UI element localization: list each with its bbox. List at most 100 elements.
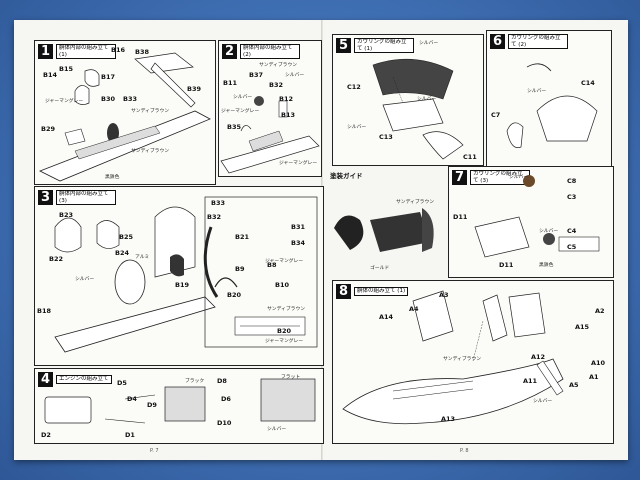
paint-note: サンディブラウン — [131, 109, 170, 114]
part-label: B38 — [135, 48, 149, 56]
step-number: 3 — [38, 190, 54, 205]
part-label: B25 — [119, 233, 133, 241]
step-4-diagram — [44, 378, 316, 424]
step-1-diagram — [39, 52, 211, 182]
part-label: C7 — [491, 111, 501, 119]
page-footer-right: P. 8 — [460, 448, 469, 454]
part-label: B20 — [227, 291, 241, 299]
part-label: B31 — [291, 223, 305, 231]
paint-note: サンディブラウン — [396, 200, 435, 205]
part-label: B30 — [101, 95, 115, 103]
step-title: 胴体の組み立て (1) — [354, 287, 409, 296]
step-title: 胴体内部の組み立て (2) — [240, 44, 301, 59]
part-label: B32 — [207, 213, 221, 221]
part-label: C8 — [567, 177, 577, 185]
part-label: B34 — [291, 239, 305, 247]
part-label: A12 — [531, 353, 546, 361]
step-number: 7 — [452, 170, 468, 185]
part-label: C13 — [379, 133, 393, 141]
step-number: 2 — [222, 44, 238, 59]
part-label: B23 — [59, 211, 73, 219]
part-label: A3 — [439, 291, 449, 299]
step-7-diagram — [474, 175, 600, 258]
part-label: B18 — [37, 307, 51, 315]
paint-note: シルバー — [75, 277, 95, 282]
step-6-diagram — [506, 63, 598, 148]
part-label: B37 — [249, 71, 263, 79]
part-label: B39 — [187, 85, 201, 93]
page-footer-left: P. 7 — [150, 448, 159, 454]
part-label: A10 — [591, 359, 606, 367]
step-3-diagram — [54, 196, 318, 353]
part-label: D10 — [217, 419, 232, 427]
paint-note: シルバー — [347, 125, 367, 130]
part-label: D11 — [453, 213, 468, 221]
paint-note: シルバー — [539, 229, 559, 234]
part-label: A11 — [523, 377, 538, 385]
paint-note: ゴールド — [370, 266, 390, 271]
part-label: B17 — [101, 73, 115, 81]
part-label: B16 — [111, 46, 125, 54]
part-label: B15 — [59, 65, 73, 73]
step-number: 8 — [336, 284, 352, 299]
paint-note: ジャーマングレー — [221, 109, 260, 114]
paint-note: アルミ — [135, 255, 150, 260]
guide-title: 塗装ガイド — [330, 172, 363, 180]
paint-note: サンディブラウン — [259, 63, 298, 68]
step-number: 1 — [38, 44, 54, 59]
paint-note: 黒鉄色 — [539, 263, 554, 268]
step-title: エンジンの組み立て — [56, 375, 112, 384]
part-label: A14 — [379, 313, 394, 321]
paint-note: フラット — [281, 375, 301, 380]
paint-note: シルバー — [285, 73, 305, 78]
part-label: B33 — [123, 95, 137, 103]
step-number: 4 — [38, 372, 54, 387]
step-title: カウリングの組み立て (1) — [354, 38, 415, 53]
part-label: D1 — [125, 431, 135, 439]
part-label: D6 — [221, 395, 231, 403]
paint-note: ジャーマングレー — [265, 259, 304, 264]
part-label: D2 — [41, 431, 51, 439]
step-title: カウリングの組み立て (3) — [470, 170, 531, 185]
part-label: B11 — [223, 79, 237, 87]
part-label: C12 — [347, 83, 361, 91]
paint-note: ジャーマングレー — [45, 99, 84, 104]
part-label: B24 — [115, 249, 129, 257]
paint-note: シルバー — [417, 97, 437, 102]
part-label: A1 — [589, 373, 599, 381]
part-label: B35 — [227, 123, 241, 131]
part-label: D5 — [117, 379, 127, 387]
paint-note: 黒鉄色 — [105, 175, 120, 180]
part-label: C4 — [567, 227, 577, 235]
paint-note: ブラック — [185, 379, 205, 384]
guide-diagram — [334, 208, 434, 252]
part-label: D11 — [499, 261, 514, 269]
paint-note: シルバー — [233, 95, 253, 100]
step-title: 胴体内部の組み立て (3) — [56, 190, 117, 205]
step-2-diagram — [220, 96, 320, 174]
part-label: C3 — [567, 193, 577, 201]
part-label: D8 — [217, 377, 227, 385]
part-label: A15 — [575, 323, 590, 331]
step-title: 胴体内部の組み立て (1) — [56, 44, 117, 59]
paint-note: シルバー — [419, 41, 439, 46]
part-label: B20 — [277, 327, 291, 335]
step-title: カウリングの組み立て (2) — [508, 34, 569, 49]
paint-note: サンディブラウン — [267, 307, 306, 312]
part-label: B33 — [211, 199, 225, 207]
paint-note: シルバー — [267, 427, 287, 432]
paint-note: ジャーマングレー — [265, 339, 304, 344]
paint-note: シルバー — [509, 175, 529, 180]
part-label: B22 — [49, 255, 63, 263]
part-label: B13 — [281, 111, 295, 119]
part-label: B32 — [269, 81, 283, 89]
paint-note: サンディブラウン — [131, 149, 170, 154]
part-label: A4 — [409, 305, 419, 313]
paint-note: シルバー — [533, 399, 553, 404]
